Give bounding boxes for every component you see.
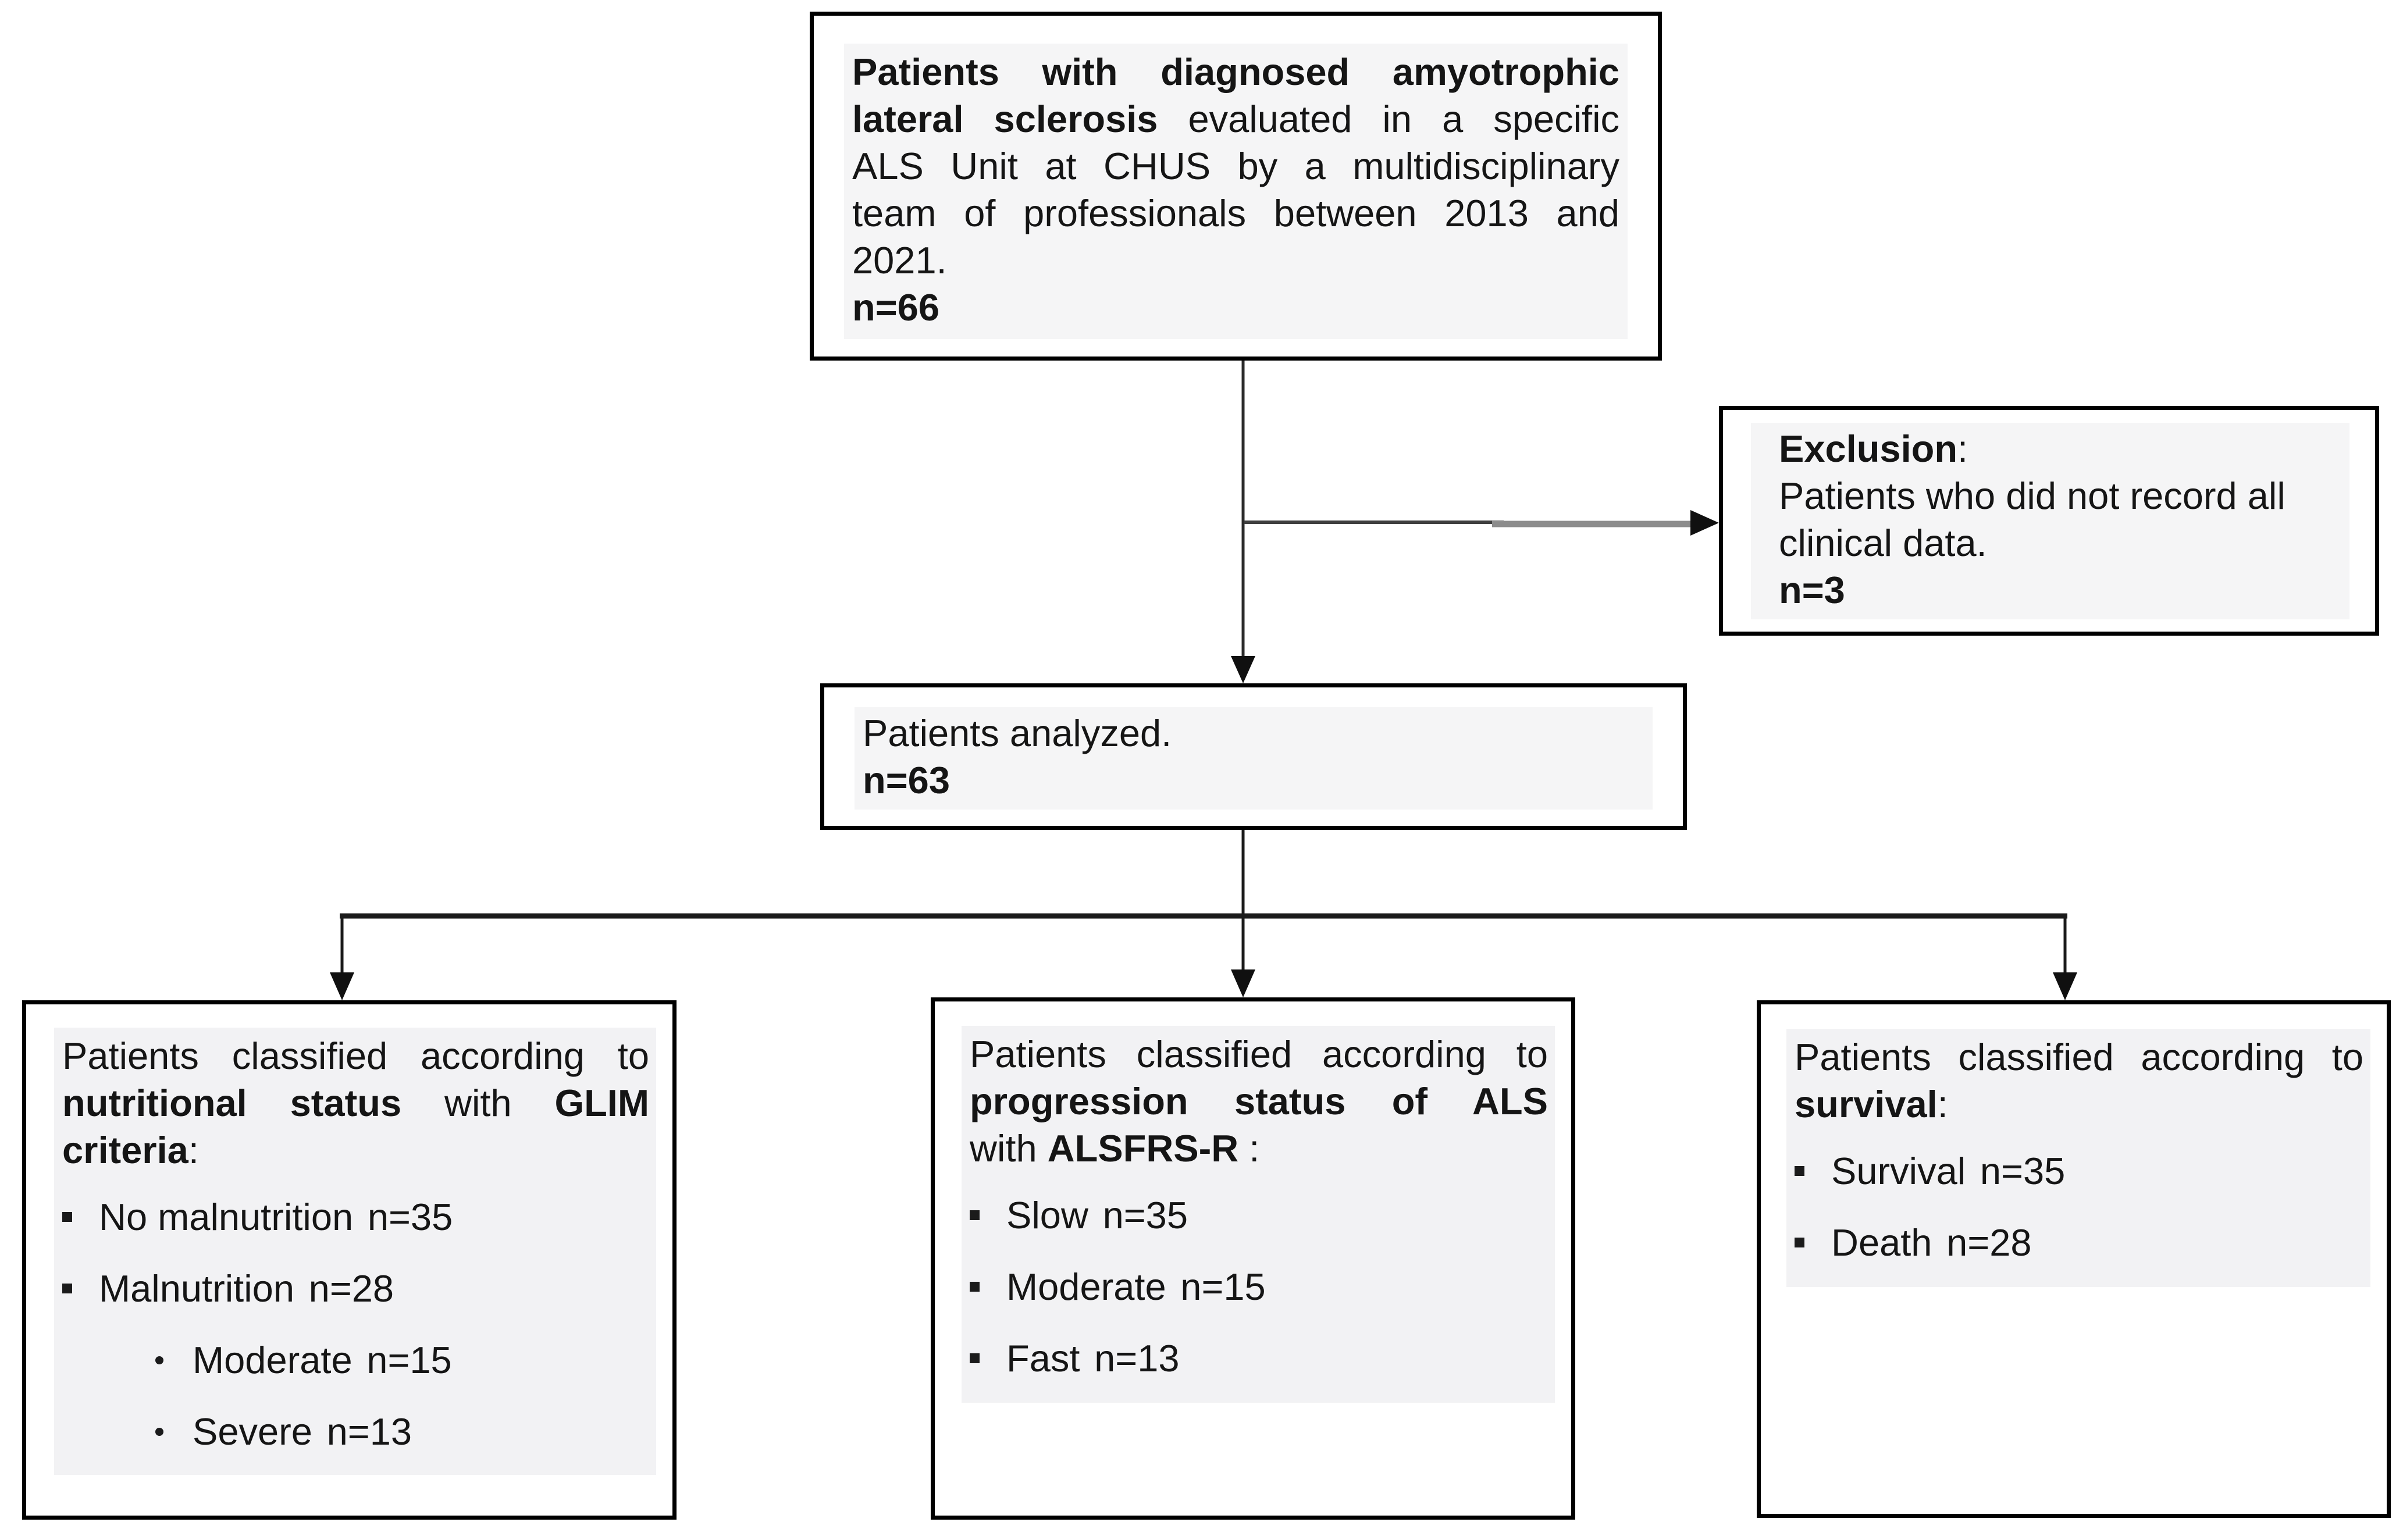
square-bullet-icon [62,1284,72,1293]
square-bullet-icon [1795,1238,1804,1247]
list-item-count: n=13 [1094,1337,1180,1379]
progression-title-line-2: progression status of ALS [970,1080,1548,1122]
nutrition-box: Patients classified according to nutriti… [22,1000,677,1520]
list-item-count: n=15 [366,1339,452,1381]
survival-title-line-2: survival: [1795,1083,1948,1125]
progression-box-shading: Patients classified according to progres… [962,1026,1555,1403]
list-sub-item: Severe n=13 [155,1408,649,1455]
list-item-label: Slow [1006,1194,1088,1236]
exclusion-line-1: Patients who did not record all [1779,475,2285,517]
square-bullet-icon [970,1210,980,1220]
analyzed-box-shading: Patients analyzed. n=63 [855,707,1653,810]
analyzed-line-1: Patients analyzed. [863,712,1172,754]
list-item-label: Malnutrition [99,1267,294,1310]
list-item-count: n=15 [1180,1265,1266,1308]
list-item-label: Fast [1006,1337,1080,1379]
list-item-count: n=35 [1980,1150,2066,1192]
enrollment-line-1: Patients with diagnosed amyotrophic [852,51,1619,93]
survival-box-shading: Patients classified according to surviva… [1786,1029,2370,1287]
square-bullet-icon [1795,1166,1804,1176]
progression-box: Patients classified according to progres… [931,997,1575,1520]
list-item-label: Survival [1831,1150,1966,1192]
list-item-count: n=13 [326,1410,412,1453]
round-bullet-icon [155,1427,163,1436]
square-bullet-icon [970,1353,980,1363]
list-item: Fast n=13 [970,1335,1548,1382]
survival-title-line-1: Patients classified according to [1795,1036,2363,1078]
arrow-down-icon [1231,656,1255,683]
list-item: Malnutrition n=28 [62,1265,649,1312]
arrow-down-icon [330,972,354,1000]
enrollment-box: Patients with diagnosed amyotrophic late… [810,12,1662,361]
nutrition-title-line-1: Patients classified according to [62,1035,649,1077]
enrollment-line-2: lateral sclerosis evaluated in a specifi… [852,98,1620,140]
list-item-label: Moderate [193,1339,353,1381]
list-item-label: Moderate [1006,1265,1166,1308]
list-item-count: n=28 [1946,1221,2032,1264]
progression-title-line-3: with ALSFRS-R : [970,1127,1260,1170]
enrollment-box-shading: Patients with diagnosed amyotrophic late… [844,44,1628,339]
exclusion-title: Exclusion: [1779,427,1968,470]
exclusion-box-shading: Exclusion: Patients who did not record a… [1751,423,2349,619]
list-item-label: Death [1831,1221,1932,1264]
enrollment-line-5: 2021. [852,239,947,281]
enrollment-line-4: team of professionals between 2013 and [852,192,1619,234]
list-item-label: No malnutrition [99,1196,354,1238]
survival-bullet-list: Survival n=35 Death n=28 [1795,1147,2363,1266]
arrow-down-icon [2053,972,2077,1000]
progression-bullet-list: Slow n=35 Moderate n=15 Fast n=13 [970,1192,1548,1382]
list-sub-item: Moderate n=15 [155,1336,649,1384]
arrow-down-icon [1231,969,1255,997]
list-item: Moderate n=15 [970,1263,1548,1310]
nutrition-title-line-3: criteria: [62,1129,199,1171]
exclusion-count: n=3 [1779,569,1845,611]
list-item-count: n=35 [367,1196,453,1238]
square-bullet-icon [62,1212,72,1222]
list-item-count: n=35 [1102,1194,1188,1236]
analyzed-count: n=63 [863,759,950,801]
enrollment-line-3: ALS Unit at CHUS by a multidisciplinary [852,145,1619,187]
list-item-label: Severe [193,1410,312,1453]
round-bullet-icon [155,1356,163,1364]
exclusion-line-2: clinical data. [1779,522,1987,564]
nutrition-title-line-2: nutritional status with GLIM [62,1082,649,1124]
list-item: No malnutrition n=35 [62,1193,649,1240]
arrow-right-icon [1690,510,1719,536]
nutrition-box-shading: Patients classified according to nutriti… [54,1028,656,1475]
nutrition-bullet-list: No malnutrition n=35 Malnutrition n=28 M… [62,1193,649,1455]
enrollment-count: n=66 [852,286,939,329]
list-item: Death n=28 [1795,1219,2363,1266]
exclusion-box: Exclusion: Patients who did not record a… [1719,406,2379,636]
square-bullet-icon [970,1282,980,1292]
analyzed-box: Patients analyzed. n=63 [820,683,1687,830]
list-item: Slow n=35 [970,1192,1548,1239]
list-item-count: n=28 [308,1267,394,1310]
list-item: Survival n=35 [1795,1147,2363,1195]
progression-title-line-1: Patients classified according to [970,1033,1548,1075]
survival-box: Patients classified according to surviva… [1757,1000,2391,1518]
